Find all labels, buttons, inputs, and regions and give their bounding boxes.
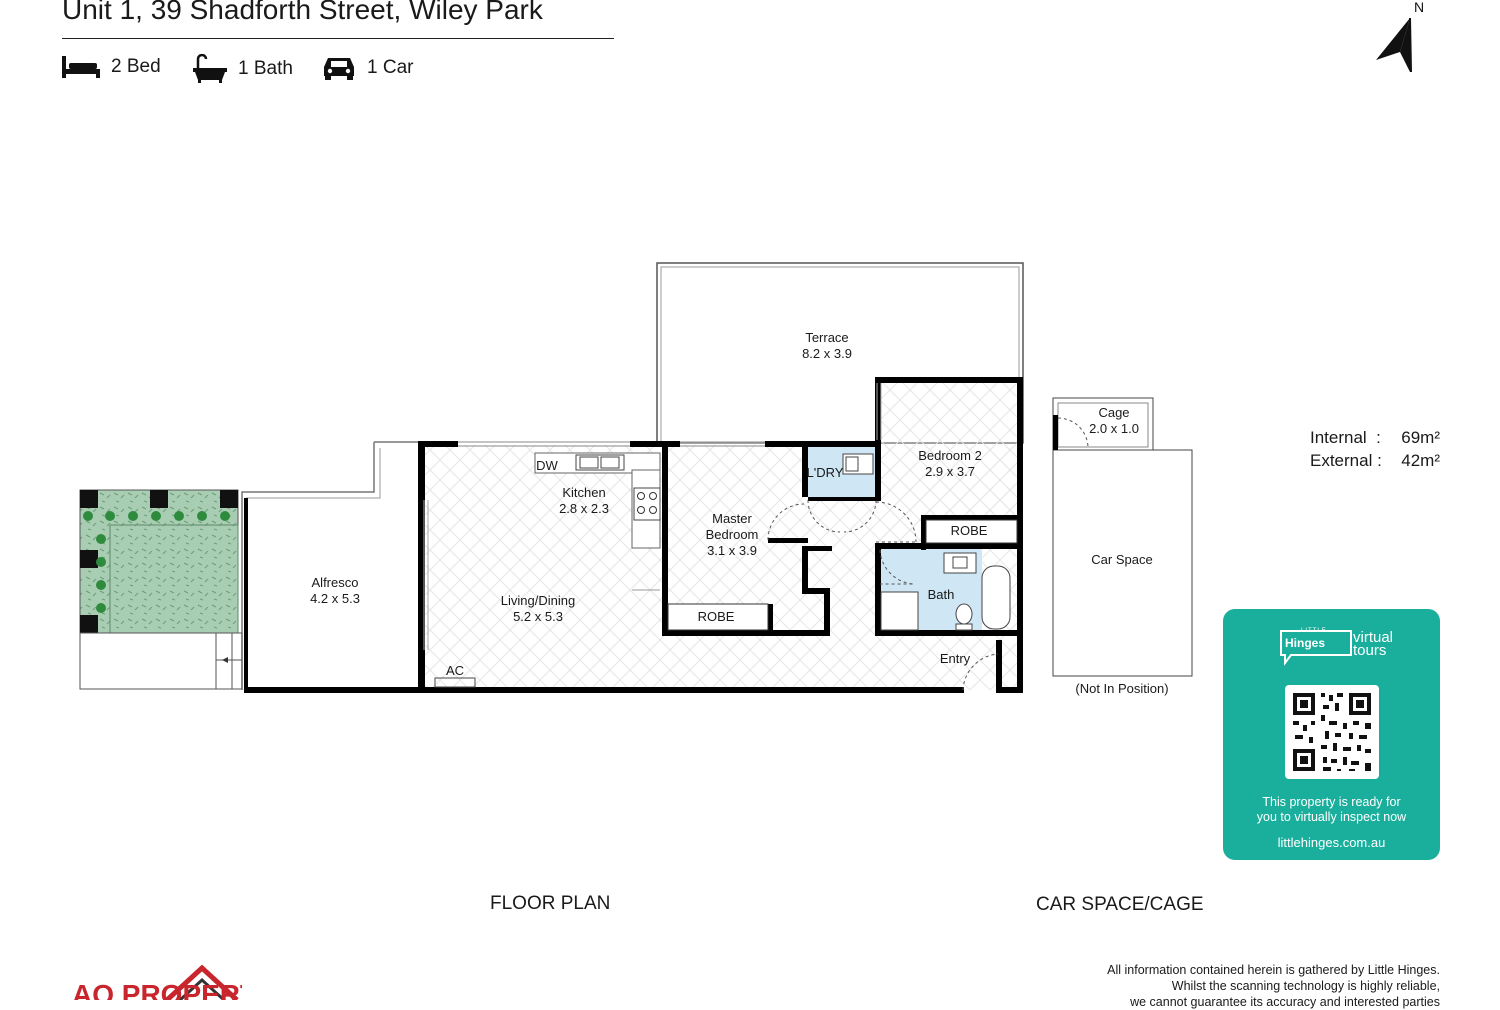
alfresco-name: Alfresco xyxy=(312,575,359,590)
page-title: Unit 1, 39 Shadforth Street, Wiley Park xyxy=(62,0,543,25)
cage-name: Cage xyxy=(1098,405,1129,420)
virtual-tour-cta: This property is ready for you to virtua… xyxy=(1256,795,1407,824)
cage-dims: 2.0 x 1.0 xyxy=(1089,421,1139,436)
agency-logo-text: AQ PROPERTIES xyxy=(72,979,242,1000)
qr-code[interactable] xyxy=(1285,685,1379,779)
agency-logo: AQ PROPERTIES xyxy=(72,964,242,1000)
master-name-1: Master xyxy=(712,511,752,526)
car-count: 1 Car xyxy=(367,57,414,78)
master-name-2: Bedroom xyxy=(706,527,759,542)
speech-bubble-icon xyxy=(1280,630,1352,666)
bedroom2-name: Bedroom 2 xyxy=(918,448,982,463)
entry-label: Entry xyxy=(940,651,971,666)
car-space-caption: CAR SPACE/CAGE xyxy=(1036,894,1204,915)
alfresco-area xyxy=(241,441,422,690)
kitchen-dims: 2.8 x 2.3 xyxy=(559,501,609,516)
bed-count: 2 Bed xyxy=(111,56,161,77)
brand-name: Hinges xyxy=(1285,636,1326,650)
qr-code-icon xyxy=(1293,693,1371,771)
area-summary: Internal : 69m² External : 42m² xyxy=(1310,426,1440,472)
kitchen-name: Kitchen xyxy=(562,485,605,500)
floor-plan-caption: FLOOR PLAN xyxy=(490,893,611,914)
internal-area-label: Internal : xyxy=(1310,428,1381,447)
ac-label: AC xyxy=(446,663,464,678)
bathtub-icon xyxy=(193,54,227,83)
dishwasher-label: DW xyxy=(536,458,558,473)
external-area-label: External : xyxy=(1310,451,1382,470)
car-feature: 1 Car xyxy=(321,54,413,82)
virtual-tour-card[interactable]: LITTLE Hinges virtual tours xyxy=(1223,609,1440,860)
car-space-label: Car Space xyxy=(1091,552,1152,567)
internal-area-value: 69m² xyxy=(1401,428,1440,447)
bedroom2-dims: 2.9 x 3.7 xyxy=(925,464,975,479)
bath-label: Bath xyxy=(928,587,955,602)
terrace-dims: 8.2 x 3.9 xyxy=(802,346,852,361)
not-in-position-label: (Not In Position) xyxy=(1075,681,1168,696)
north-arrow-icon: N xyxy=(1376,0,1424,73)
external-area-value: 42m² xyxy=(1401,451,1440,470)
alfresco-dims: 4.2 x 5.3 xyxy=(310,591,360,606)
bath-count: 1 Bath xyxy=(238,58,293,79)
terrace-name: Terrace xyxy=(805,330,848,345)
virtual-tours-label: virtual tours xyxy=(1353,629,1394,659)
virtual-tour-url[interactable]: littlehinges.com.au xyxy=(1277,835,1386,850)
title-divider xyxy=(62,38,614,39)
bed-feature: 2 Bed xyxy=(61,54,161,80)
living-dims: 5.2 x 5.3 xyxy=(513,609,563,624)
disclaimer: All information contained herein is gath… xyxy=(1107,963,1440,1009)
brand-small: LITTLE xyxy=(1301,628,1327,634)
bath-feature: 1 Bath xyxy=(192,54,293,84)
living-name: Living/Dining xyxy=(501,593,575,608)
north-label: N xyxy=(1414,0,1424,15)
laundry-label: L'DRY xyxy=(807,465,844,480)
robe-label-1: ROBE xyxy=(698,609,735,624)
bed-icon xyxy=(62,56,100,78)
robe-label-2: ROBE xyxy=(951,523,988,538)
car-icon xyxy=(324,58,354,80)
master-dims: 3.1 x 3.9 xyxy=(707,543,757,558)
